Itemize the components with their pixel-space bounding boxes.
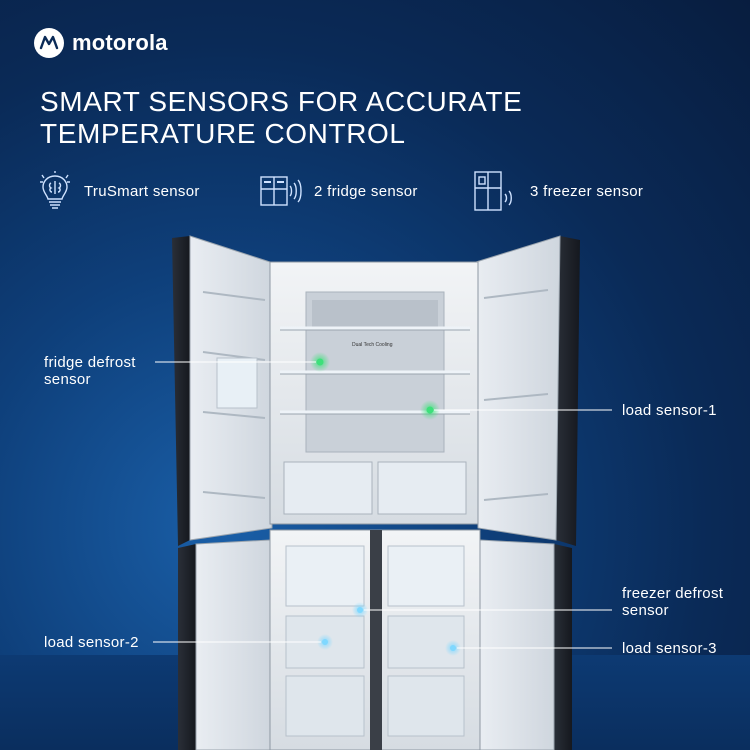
brand-name: motorola (72, 30, 168, 55)
callout-load-sensor-2: load sensor-2 (44, 634, 139, 651)
feature-label: TruSmart sensor (84, 182, 200, 200)
sensor-dots (310, 352, 461, 656)
freezer-sensor-icon (474, 171, 512, 211)
page-title: SMART SENSORS FOR ACCURATE TEMPERATURE C… (40, 86, 522, 150)
feature-trusmart: TruSmart sensor (38, 170, 200, 212)
load-sensor-2-dot (322, 639, 328, 645)
page-title-line-2: TEMPERATURE CONTROL (40, 118, 406, 149)
callout-fridge-defrost-sensor: fridge defrost sensor (44, 354, 136, 388)
fridge-sensor-icon (260, 176, 302, 206)
callout-load-sensor-1: load sensor-1 (622, 402, 717, 419)
upper-right-door (475, 235, 580, 546)
freezer-compartment (269, 529, 481, 750)
motorola-logo-icon (34, 28, 64, 58)
feature-fridge-sensor: 2 fridge sensor (260, 170, 418, 212)
fridge-defrost-sensor-dot (316, 358, 324, 366)
callout-load-sensor-3: load sensor-3 (622, 640, 717, 657)
feature-label: 3 freezer sensor (530, 182, 644, 200)
callout-freezer-defrost-sensor: freezer defrost sensor (622, 585, 724, 619)
load-sensor-3-dot (450, 645, 456, 651)
fridge-compartment: Dual Tech Cooling (269, 261, 479, 525)
page-title-line-1: SMART SENSORS FOR ACCURATE (40, 86, 523, 117)
brand: motorola (34, 28, 168, 58)
load-sensor-1-dot (426, 406, 434, 414)
freezer-defrost-sensor-dot (357, 607, 363, 613)
lower-left-door (178, 539, 271, 750)
lower-right-door (479, 539, 572, 750)
feature-freezer-sensor: 3 freezer sensor (474, 170, 643, 212)
feature-list: TruSmart sensor 2 fridge sensor 3 freeze… (38, 170, 728, 212)
brain-bulb-icon (40, 171, 70, 209)
inner-label: Dual Tech Cooling (352, 342, 393, 348)
callout-lines (153, 361, 612, 649)
upper-left-door (172, 235, 273, 546)
feature-label: 2 fridge sensor (314, 182, 418, 200)
